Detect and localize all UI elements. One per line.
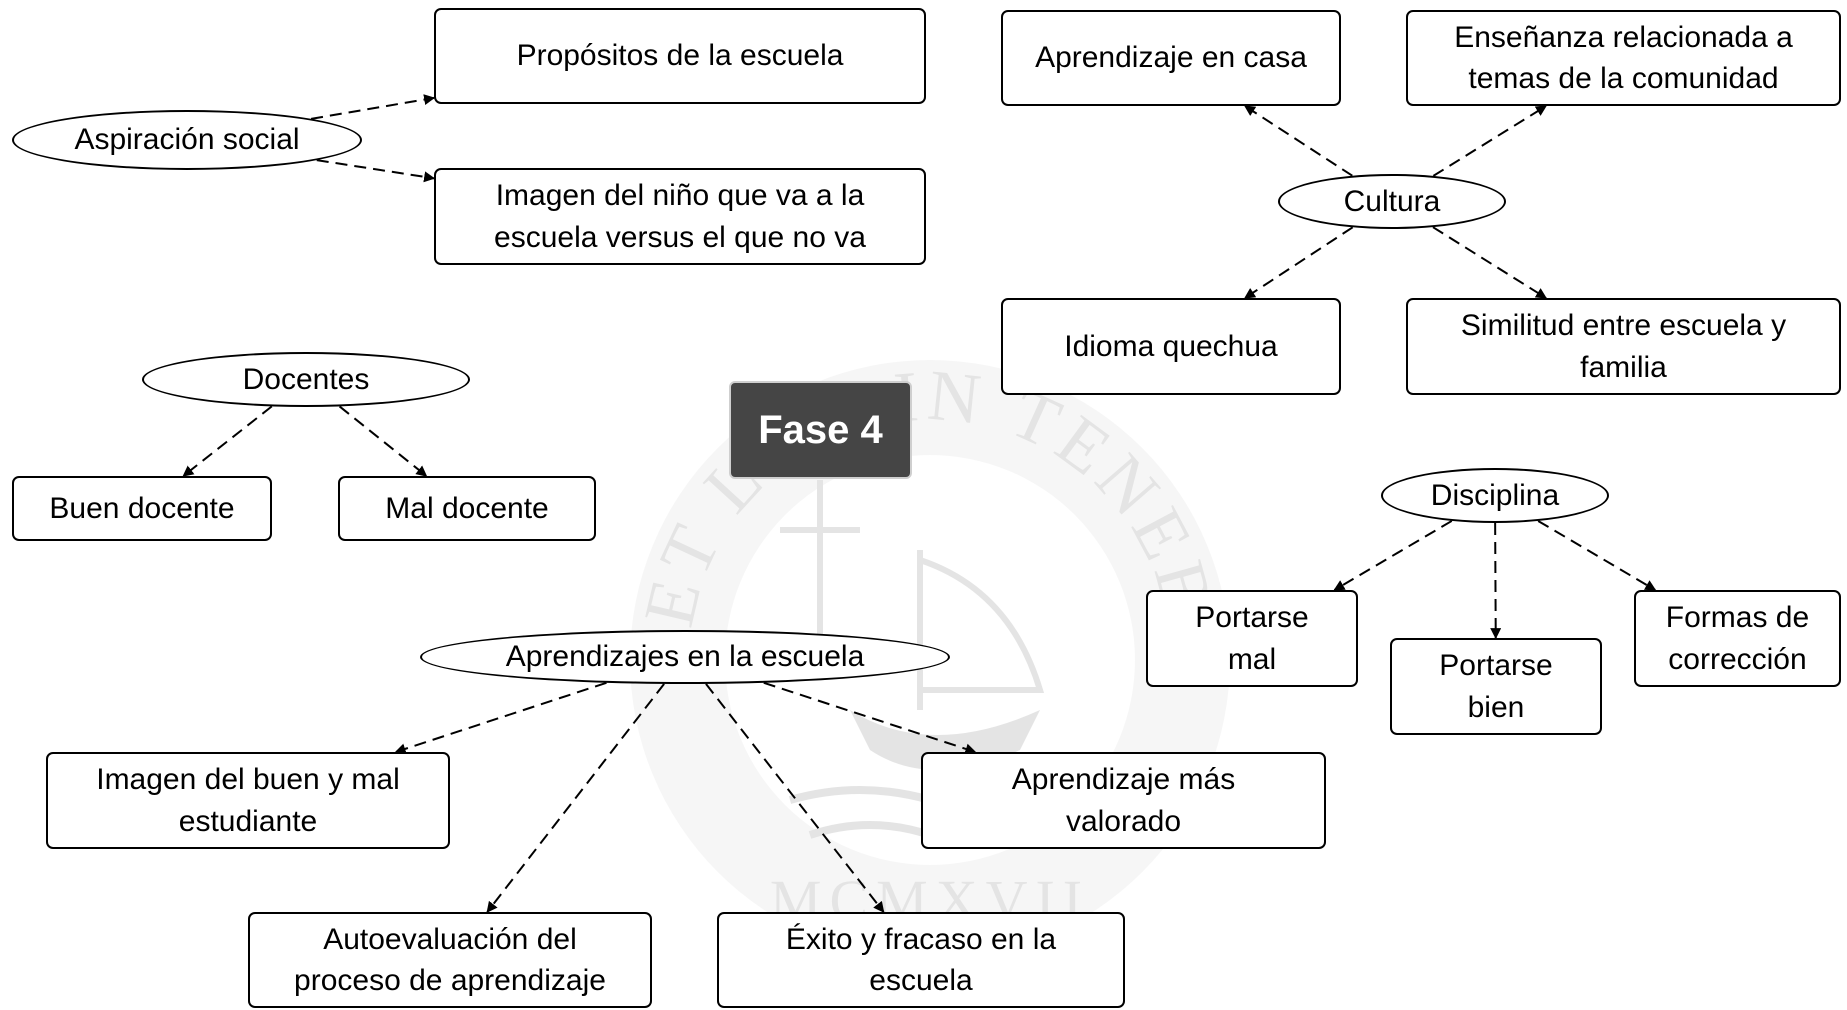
- arrow-docentes-to-buen_docente: [182, 405, 273, 477]
- concept-idioma-quechua: Idioma quechua: [1001, 298, 1341, 395]
- concept-formas-correccion: Formas de corrección: [1634, 590, 1841, 687]
- concept-imagen-estudiante: Imagen del buen y mal estudiante: [46, 752, 450, 849]
- arrow-aspiracion_social-to-imagen_nino: [316, 159, 436, 183]
- concept-ensenanza-comunidad: Enseñanza relacionada a temas de la comu…: [1406, 10, 1841, 106]
- concept-portarse-bien: Portarse bien: [1390, 638, 1602, 735]
- arrow-disciplina-to-portarse_bien: [1490, 522, 1502, 640]
- concept-aprendizaje-valorado: Aprendizaje más valorado: [921, 752, 1326, 849]
- concept-portarse-mal: Portarse mal: [1146, 590, 1358, 687]
- phase-badge: Fase 4: [729, 381, 912, 479]
- arrow-aprendizajes_escuela-to-imagen_estudiante: [394, 681, 607, 755]
- concept-mal-docente: Mal docente: [338, 476, 596, 541]
- arrow-disciplina-to-portarse_mal: [1333, 520, 1453, 591]
- arrow-disciplina-to-formas_correccion: [1537, 520, 1657, 591]
- concept-autoevaluacion: Autoevaluación del proceso de aprendizaj…: [248, 912, 652, 1008]
- arrow-aspiracion_social-to-propositos: [310, 94, 436, 120]
- concept-exito-fracaso: Éxito y fracaso en la escuela: [717, 912, 1125, 1008]
- arrow-aprendizajes_escuela-to-aprendizaje_valorado: [763, 681, 977, 755]
- concept-aspiracion-social: Aspiración social: [12, 110, 362, 170]
- concept-similitud-escuela-familia: Similitud entre escuela y familia: [1406, 298, 1841, 395]
- concept-propositos-escuela: Propósitos de la escuela: [434, 8, 926, 104]
- concept-aprendizajes-escuela: Aprendizajes en la escuela: [420, 630, 950, 684]
- arrow-aprendizajes_escuela-to-autoevaluacion: [486, 683, 665, 913]
- concept-cultura: Cultura: [1278, 174, 1506, 229]
- concept-docentes: Docentes: [142, 352, 470, 407]
- arrow-docentes-to-mal_docente: [338, 405, 428, 477]
- arrow-cultura-to-idioma_quechua: [1244, 226, 1354, 299]
- concept-aprendizaje-casa: Aprendizaje en casa: [1001, 10, 1341, 106]
- concept-imagen-nino: Imagen del niño que va a la escuela vers…: [434, 168, 926, 265]
- arrow-cultura-to-ensenanza_comunidad: [1432, 105, 1547, 177]
- arrow-cultura-to-similitud: [1432, 226, 1547, 299]
- concept-disciplina: Disciplina: [1381, 468, 1609, 523]
- arrow-aprendizajes_escuela-to-exito_fracaso: [705, 683, 885, 913]
- concept-buen-docente: Buen docente: [12, 476, 272, 541]
- arrow-cultura-to-aprendizaje_casa: [1244, 105, 1353, 177]
